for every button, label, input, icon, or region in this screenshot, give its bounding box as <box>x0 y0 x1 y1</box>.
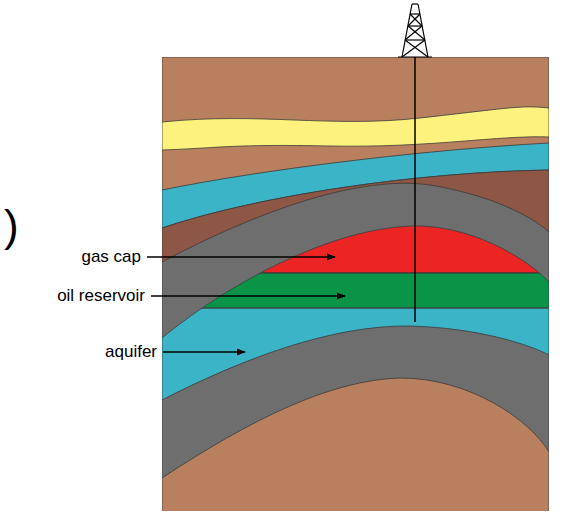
derrick-base <box>398 56 432 57</box>
oil-water-contact <box>162 308 549 309</box>
derrick <box>398 4 432 57</box>
leader-line <box>147 256 335 257</box>
derrick-leg <box>402 4 412 57</box>
derrick-brace <box>402 40 425 57</box>
panel-letter: ) <box>4 201 19 252</box>
sand-layer <box>162 107 549 150</box>
callout-label: gas cap <box>81 247 141 267</box>
reservoir-top <box>162 226 549 338</box>
derrick-brace <box>410 13 420 14</box>
derrick-brace <box>410 14 422 26</box>
derrick-brace <box>405 26 422 40</box>
derrick-top <box>412 3 418 4</box>
leader-line <box>151 295 345 296</box>
leaders <box>147 257 345 352</box>
callout-label: oil reservoir <box>57 286 145 306</box>
oil-zone <box>162 273 549 308</box>
derrick-brace <box>405 39 425 40</box>
aquifer-zone <box>162 57 549 511</box>
derrick-leg <box>418 4 428 57</box>
reservoir <box>162 57 549 511</box>
lower-rock <box>162 326 549 511</box>
gas-zone <box>162 57 549 273</box>
derrick-brace <box>408 14 420 26</box>
base-rock <box>162 378 549 511</box>
derrick-brace <box>408 26 425 40</box>
derrick-brace <box>405 40 428 57</box>
strata <box>162 57 549 511</box>
gas-oil-contact <box>162 273 549 274</box>
callout-label: aquifer <box>105 342 157 362</box>
leader-line <box>163 351 245 352</box>
top-soil <box>162 57 549 511</box>
well-bore <box>414 57 416 322</box>
derrick-brace <box>408 25 422 26</box>
